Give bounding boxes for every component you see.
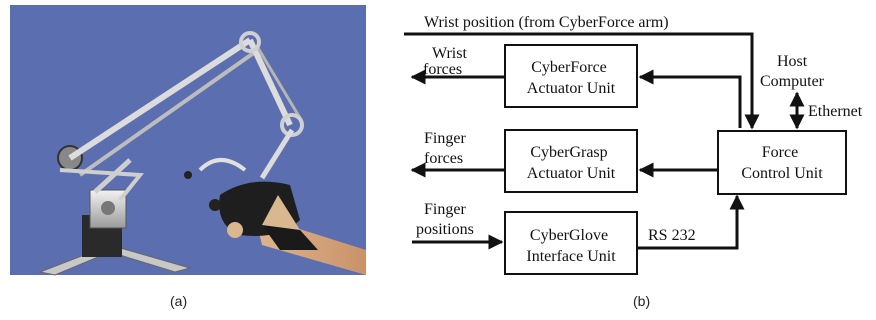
host-computer-label: Host Computer bbox=[760, 53, 825, 90]
photo-panel bbox=[10, 5, 366, 276]
cyberglove-interface-block bbox=[504, 211, 638, 275]
cyberforce-actuator-label: CyberForce Actuator Unit bbox=[527, 59, 616, 97]
wrist-forces-label: Wrist forces bbox=[423, 45, 471, 78]
photo-background bbox=[10, 5, 366, 275]
force-control-label: Force Control Unit bbox=[741, 144, 823, 182]
wrist-position-label: Wrist position (from CyberForce arm) bbox=[424, 14, 669, 31]
cybergrasp-actuator-label: CyberGrasp Actuator Unit bbox=[527, 144, 616, 182]
rs232-label: RS 232 bbox=[648, 227, 696, 244]
cyberglove-interface-label: CyberGlove Interface Unit bbox=[526, 227, 616, 265]
cyberforce-arm-illustration bbox=[38, 31, 304, 276]
cybergrasp-actuator-block bbox=[504, 129, 638, 193]
block-diagram: Wrist position (from CyberForce arm) Hos… bbox=[404, 14, 863, 275]
caption-a: (a) bbox=[170, 293, 187, 309]
cyberforce-actuator-block bbox=[504, 44, 638, 108]
rs232-arrow bbox=[637, 194, 745, 250]
wrist-position-arrow bbox=[404, 32, 760, 130]
finger-forces-label: Finger forces bbox=[424, 130, 470, 167]
force-control-block bbox=[717, 130, 847, 195]
gloved-hand-illustration bbox=[184, 171, 366, 275]
control-to-cyberforce-arrow bbox=[638, 69, 742, 128]
finger-positions-label: Finger positions bbox=[416, 201, 474, 238]
ethernet-label: Ethernet bbox=[808, 103, 863, 120]
caption-b: (b) bbox=[633, 293, 650, 309]
